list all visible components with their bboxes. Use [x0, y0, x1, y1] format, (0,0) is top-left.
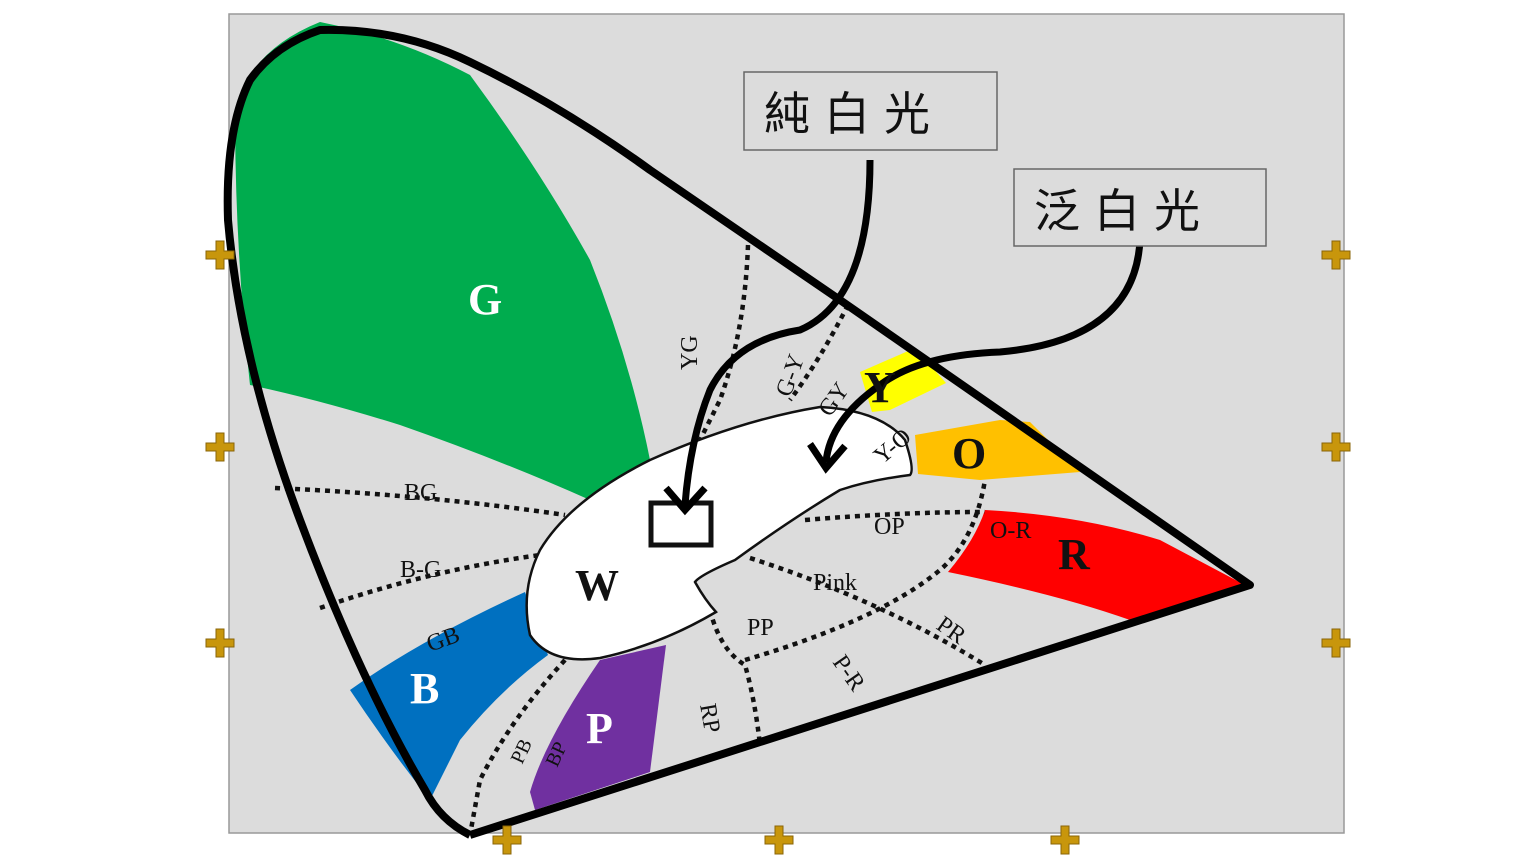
off-white-label-box: 泛白光: [1013, 168, 1267, 247]
red-region: [948, 510, 1245, 620]
label-B: B: [410, 664, 439, 713]
plus-marker-icon: [205, 240, 235, 270]
label-O-R: O-R: [990, 518, 1031, 544]
label-R: R: [1058, 530, 1091, 579]
label-O: O: [952, 429, 986, 478]
pure-white-arrow: [681, 159, 874, 506]
plus-marker-icon: [205, 628, 235, 658]
pure-white-label: 純白光: [764, 87, 944, 141]
off-white-label: 泛白光: [1034, 184, 1214, 238]
purple-region: [530, 645, 666, 810]
white-region: [525, 405, 913, 661]
label-PP: PP: [747, 615, 774, 641]
label-OP: OP: [874, 514, 905, 540]
off-white-arrowhead: [807, 442, 848, 474]
label-B-G: B-G: [400, 557, 441, 583]
plus-marker-icon: [1321, 240, 1351, 270]
label-Pink: Pink: [813, 570, 857, 596]
pure-white-label-box: 純白光: [743, 71, 998, 151]
label-Y: Y: [864, 363, 896, 412]
pure-white-arrowhead: [663, 485, 708, 516]
plus-marker-icon: [1321, 432, 1351, 462]
spectral-locus: [223, 25, 1254, 839]
label-P: P: [586, 704, 613, 753]
off-white-arrow: [822, 239, 1144, 463]
plus-marker-icon: [205, 432, 235, 462]
axis-markers: [205, 240, 1351, 855]
region-boundaries: [274, 244, 988, 836]
plus-marker-icon: [1321, 628, 1351, 658]
plus-marker-icon: [492, 825, 522, 855]
plus-marker-icon: [764, 825, 794, 855]
label-RP: RP: [694, 702, 725, 735]
label-G: G: [468, 275, 502, 324]
label-W: W: [575, 561, 619, 610]
label-BG: BG: [404, 480, 437, 506]
plus-marker-icon: [1050, 825, 1080, 855]
label-YG: YG: [677, 335, 703, 370]
green-region: [235, 22, 650, 500]
